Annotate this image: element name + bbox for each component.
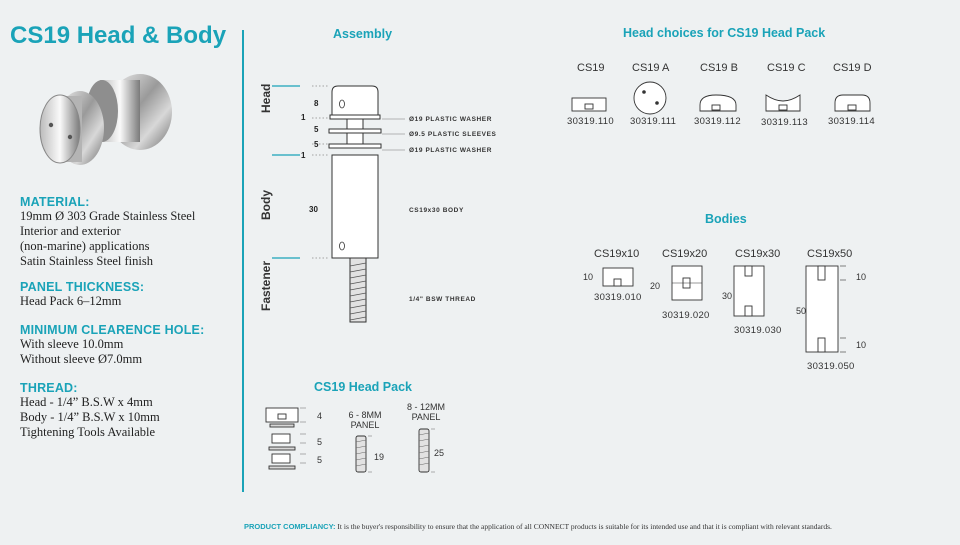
body-dim-x50-top: 10 <box>856 272 867 282</box>
head-pack-dim-4: 4 <box>317 411 323 421</box>
product-photo <box>39 74 172 165</box>
head-code-cs19b: 30319.112 <box>694 116 741 127</box>
callout-washer-top: Ø19 PLASTIC WASHER <box>409 116 493 123</box>
body-code-x20: 30319.020 <box>662 310 710 321</box>
dim-body-30: 30 <box>309 205 318 214</box>
body-code-x30: 30319.030 <box>734 325 782 336</box>
dim-sleeve-5a: 5 <box>314 125 319 134</box>
dim-sleeve-5b: 5 <box>314 140 319 149</box>
spec-line: 19mm Ø 303 Grade Stainless Steel <box>20 209 196 223</box>
divider <box>242 30 244 492</box>
callout-body: CS19x30 BODY <box>409 207 464 214</box>
spec-line: Interior and exterior <box>20 224 121 238</box>
body-name-x20: CS19x20 <box>662 248 708 260</box>
body-code-x50: 30319.050 <box>807 361 855 372</box>
bodies-title: Bodies <box>705 212 747 226</box>
head-name-cs19: CS19 <box>577 62 605 74</box>
bodies-drawing <box>602 265 846 353</box>
sleeve-b-length: 25 <box>434 448 445 458</box>
spec-line: Tightening Tools Available <box>20 425 156 439</box>
callout-thread: 1/4" BSW THREAD <box>409 296 476 303</box>
spec-line: Body - 1/4” B.S.W x 10mm <box>20 410 160 424</box>
head-pack-drawing <box>265 407 435 473</box>
head-code-cs19: 30319.110 <box>567 116 614 127</box>
footer-compliancy: PRODUCT COMPLIANCY: It is the buyer's re… <box>244 522 832 531</box>
head-name-cs19d: CS19 D <box>833 62 872 74</box>
head-name-cs19c: CS19 C <box>767 62 806 74</box>
sleeve-a-length: 19 <box>374 452 385 462</box>
dim-washer-1: 1 <box>301 113 306 122</box>
spec-heading: THREAD: <box>20 381 78 395</box>
head-name-cs19a: CS19 A <box>632 62 670 74</box>
spec-line: Satin Stainless Steel finish <box>20 254 153 268</box>
head-name-cs19b: CS19 B <box>700 62 738 74</box>
head-pack-dim-5b: 5 <box>317 455 323 465</box>
head-choices-drawing <box>571 81 871 115</box>
dim-washer-1b: 1 <box>301 151 306 160</box>
head-pack-title: CS19 Head Pack <box>314 380 412 394</box>
body-dim-x30: 30 <box>722 291 733 301</box>
head-pack-dim-5a: 5 <box>317 437 323 447</box>
footer-text: It is the buyer's responsibility to ensu… <box>335 522 832 531</box>
callout-washer-bottom: Ø19 PLASTIC WASHER <box>409 147 493 154</box>
head-choices-title: Head choices for CS19 Head Pack <box>623 26 826 40</box>
page-title: CS19 Head & Body <box>10 22 227 49</box>
body-dim-x20: 20 <box>650 281 661 291</box>
body-dim-x10: 10 <box>583 272 594 282</box>
spec-line: With sleeve 10.0mm <box>20 337 124 351</box>
body-code-x10: 30319.010 <box>594 292 642 303</box>
body-name-x10: CS19x10 <box>594 248 640 260</box>
dim-head-8: 8 <box>314 99 319 108</box>
spec-heading: MINIMUM CLEARENCE HOLE: <box>20 323 205 337</box>
assembly-drawing <box>272 85 405 323</box>
head-code-cs19d: 30319.114 <box>828 116 875 127</box>
body-name-x50: CS19x50 <box>807 248 853 260</box>
head-code-cs19a: 30319.111 <box>630 116 677 127</box>
spec-heading: MATERIAL: <box>20 195 90 209</box>
spec-line: (non-marine) applications <box>20 239 150 253</box>
callout-sleeves: Ø9.5 PLASTIC SLEEVES <box>409 131 497 138</box>
spec-line: Head - 1/4” B.S.W x 4mm <box>20 395 153 409</box>
body-name-x30: CS19x30 <box>735 248 781 260</box>
body-dim-x50-bottom: 10 <box>856 340 867 350</box>
assembly-title: Assembly <box>333 27 393 41</box>
footer-label: PRODUCT COMPLIANCY: <box>244 522 336 531</box>
body-dim-x50: 50 <box>796 306 807 316</box>
head-code-cs19c: 30319.113 <box>761 117 808 128</box>
spec-line: Head Pack 6–12mm <box>20 294 122 308</box>
spec-line: Without sleeve Ø7.0mm <box>20 352 143 366</box>
spec-heading: PANEL THICKNESS: <box>20 280 145 294</box>
